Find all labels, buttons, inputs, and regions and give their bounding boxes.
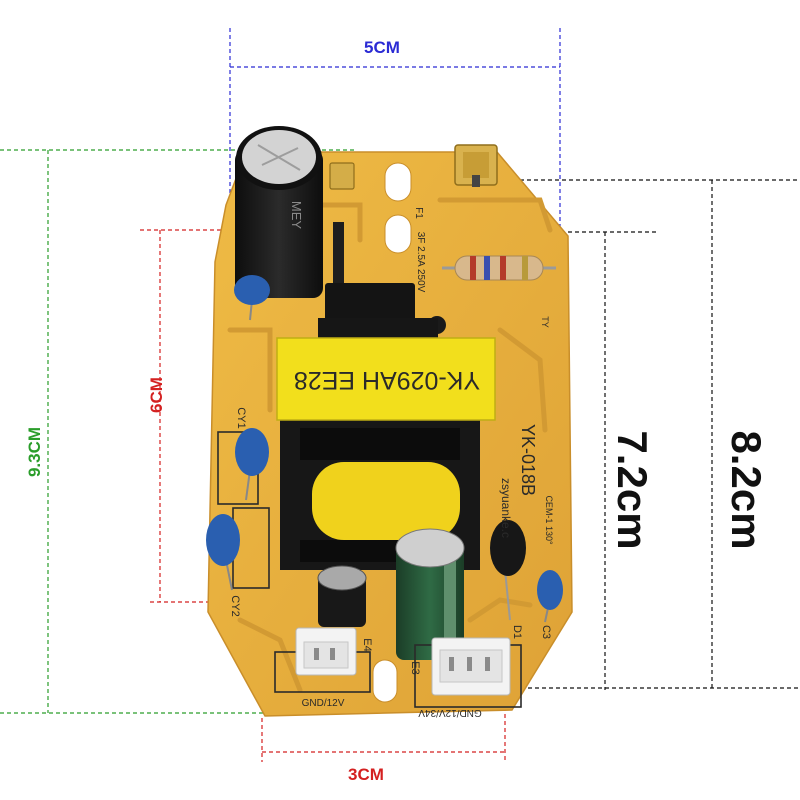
electrolytic-capacitor-e4 — [317, 565, 367, 627]
f1-label: F1 — [413, 207, 424, 219]
components: MEY YK-029AH EE28 — [206, 126, 563, 708]
dimension-labels: 5CM 9.3CM 6CM 3CM 7.2cm 8.2cm — [25, 38, 770, 784]
inner-height-left-label: 6CM — [147, 377, 166, 413]
bottom-width-label: 3CM — [348, 765, 384, 784]
trace — [237, 617, 303, 693]
cy2-label: CY2 — [229, 595, 241, 616]
board-model-text: YK-018B — [518, 424, 538, 496]
outer-height-right-label: 8.2cm — [723, 430, 770, 549]
material-text: CEM-1 130° — [544, 495, 554, 545]
e4-label: E4 — [361, 638, 373, 651]
d1-label: D1 — [511, 625, 523, 639]
silkscreen-text: YK-018B zsyuanke.c CEM-1 130° GND/12V GN… — [229, 207, 554, 718]
ceramic-capacitor-cy2 — [206, 514, 240, 591]
component-d1 — [490, 520, 526, 621]
outer-height-left-label: 9.3CM — [25, 427, 44, 477]
transformer-label-text: YK-029AH EE28 — [294, 366, 480, 394]
c3-label: C3 — [540, 625, 552, 639]
spade-terminal-small — [329, 162, 355, 190]
capacitor-brand-text: MEY — [289, 201, 304, 230]
connector-right-label: GND/12V/34V — [418, 707, 482, 718]
main-electrolytic-capacitor: MEY — [235, 126, 323, 298]
copper-traces — [227, 197, 553, 693]
transformer: YK-029AH EE28 — [276, 318, 496, 570]
connector-left — [295, 627, 357, 676]
website-text: zsyuanke.c — [499, 478, 513, 538]
ty-label: TY — [540, 316, 550, 328]
electrolytic-capacitor-e3 — [395, 528, 465, 660]
cy1-label: CY1 — [235, 407, 247, 428]
mounting-slot-bottom — [372, 659, 398, 703]
ceramic-capacitor-top — [234, 275, 270, 321]
transformer-label-plate — [276, 337, 496, 421]
top-width-label: 5CM — [364, 38, 400, 57]
trace — [437, 197, 553, 233]
inner-height-right-label: 7.2cm — [609, 430, 656, 549]
bridge-component — [333, 222, 344, 284]
e3-label: E3 — [409, 661, 421, 674]
connector-left-label: GND/12V — [302, 698, 345, 709]
resistor — [442, 255, 556, 281]
spade-terminal-large — [454, 144, 498, 187]
ceramic-capacitor-cy1 — [235, 428, 269, 501]
connector-right — [431, 637, 511, 696]
trace — [497, 327, 548, 433]
ceramic-capacitor-c3 — [537, 570, 563, 623]
trace — [467, 597, 533, 623]
fuse-rating-label: 3F 2.5A 250V — [415, 232, 426, 293]
trace — [227, 327, 273, 413]
mounting-slot-middle — [384, 214, 412, 254]
transformer-coil — [312, 462, 460, 540]
mounting-slot-top — [384, 162, 412, 202]
